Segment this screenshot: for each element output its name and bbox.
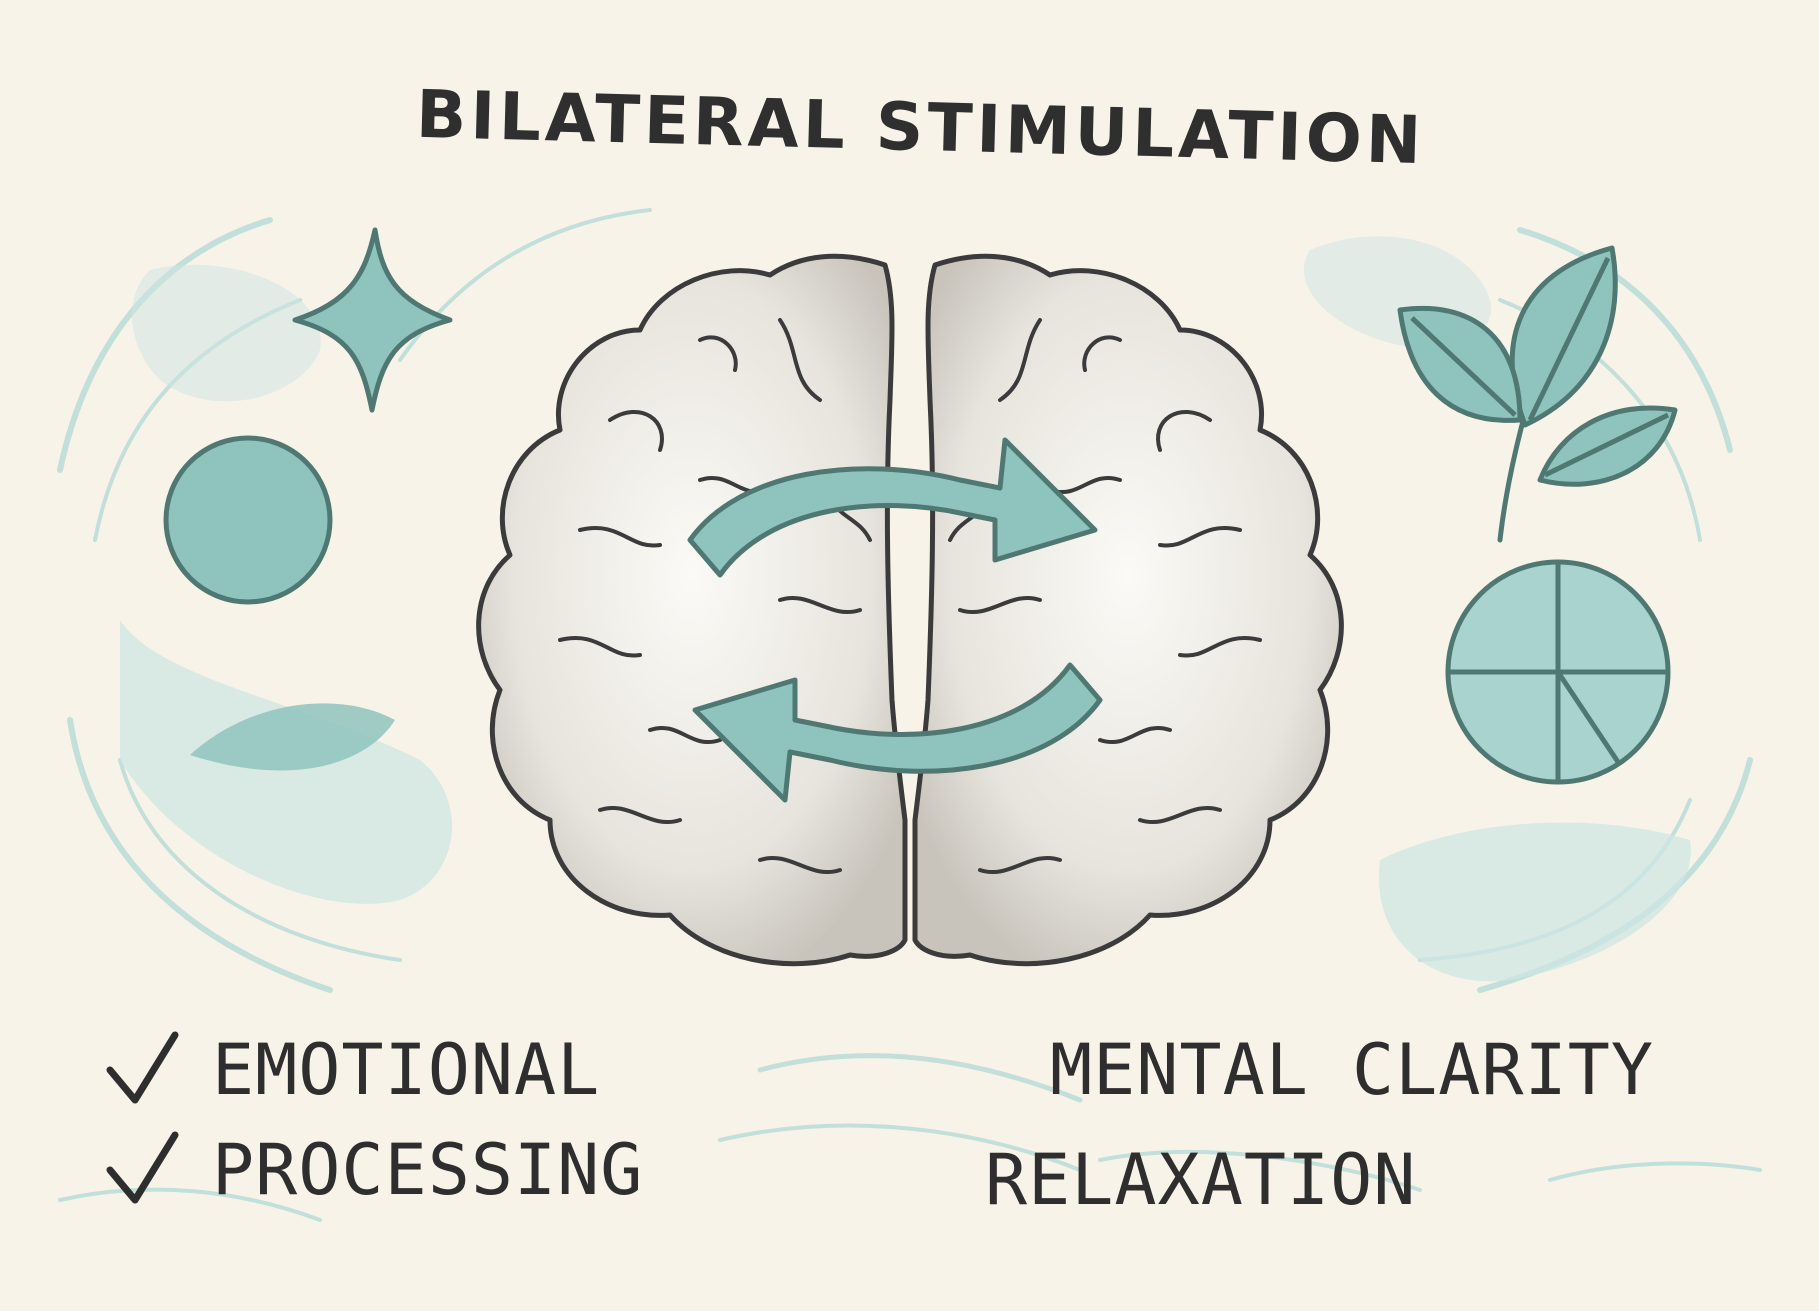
benefit-mental-clarity: MENTAL CLARITY (1050, 1029, 1655, 1111)
checkmark-icon (106, 1031, 179, 1104)
leaves-icon (1397, 245, 1678, 543)
background-swirls (57, 208, 1762, 1222)
benefit-processing: PROCESSING (212, 1129, 644, 1211)
segmented-circle-icon (1445, 559, 1671, 785)
benefit-relaxation: RELAXATION (985, 1139, 1417, 1221)
benefit-emotional: EMOTIONAL (212, 1029, 601, 1111)
title: BILATERAL STIMULATION (415, 76, 1426, 179)
leaf-blob-icon (190, 703, 395, 771)
circle-icon (163, 435, 333, 605)
sparkle-icon (292, 227, 453, 413)
cycle-arrows-icon (687, 437, 1103, 803)
brain-icon (476, 253, 1344, 967)
checkmark-icon (106, 1131, 179, 1204)
